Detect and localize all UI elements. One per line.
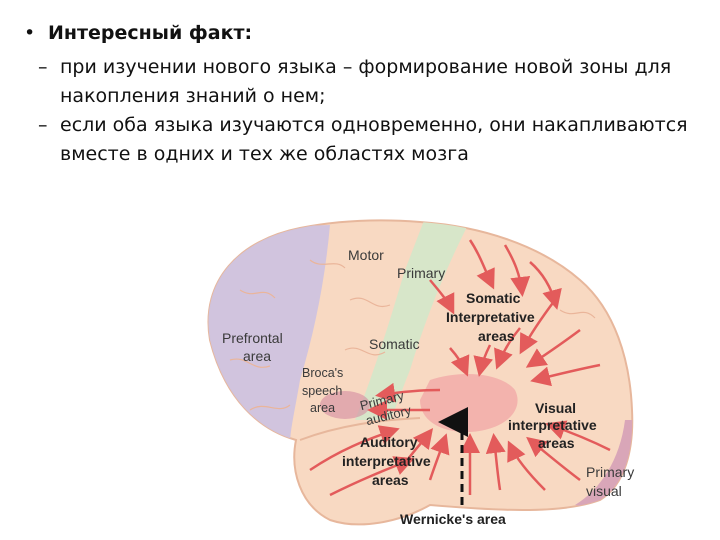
motor-strip [355,220,468,420]
label-broca-1: Broca's [302,366,343,380]
label-visual-interp-2: interpretative [508,417,597,433]
label-visual-interp-1: Visual [535,400,576,416]
label-wernicke: Wernicke's area [400,511,506,527]
label-primary-motor: Primary [397,265,445,281]
label-broca-3: area [310,401,335,415]
label-prefrontal-1: Prefrontal [222,330,283,346]
dash-mark: – [38,114,48,136]
dash-mark: – [38,56,48,78]
label-somatic: Somatic [369,336,420,352]
label-visual-interp-3: areas [538,435,575,451]
label-somatic-interp-1: Somatic [466,290,521,306]
label-broca-2: speech [302,384,342,398]
bullet-heading: • Интересный факт: [24,22,252,44]
item-text: вместе в одних и тех же областях мозга [60,143,469,165]
item-text: если оба языка изучаются одновременно, о… [60,114,688,136]
label-somatic-interp-3: areas [478,328,515,344]
label-primary-visual-1: Primary [586,464,634,480]
bullet-dot: • [24,22,36,44]
label-motor: Motor [348,247,384,263]
label-primary-visual-2: visual [586,483,622,499]
item-text: накопления знаний о нем; [60,85,326,107]
label-auditory-interp-3: areas [372,472,409,488]
label-auditory-interp-2: interpretative [342,453,431,469]
heading: Интересный факт: [48,22,253,44]
label-somatic-interp-2: Interpretative [446,309,535,325]
label-prefrontal-2: area [243,348,271,364]
label-auditory-interp-1: Auditory [360,434,418,450]
item-text: при изучении нового языка – формирование… [60,56,672,78]
